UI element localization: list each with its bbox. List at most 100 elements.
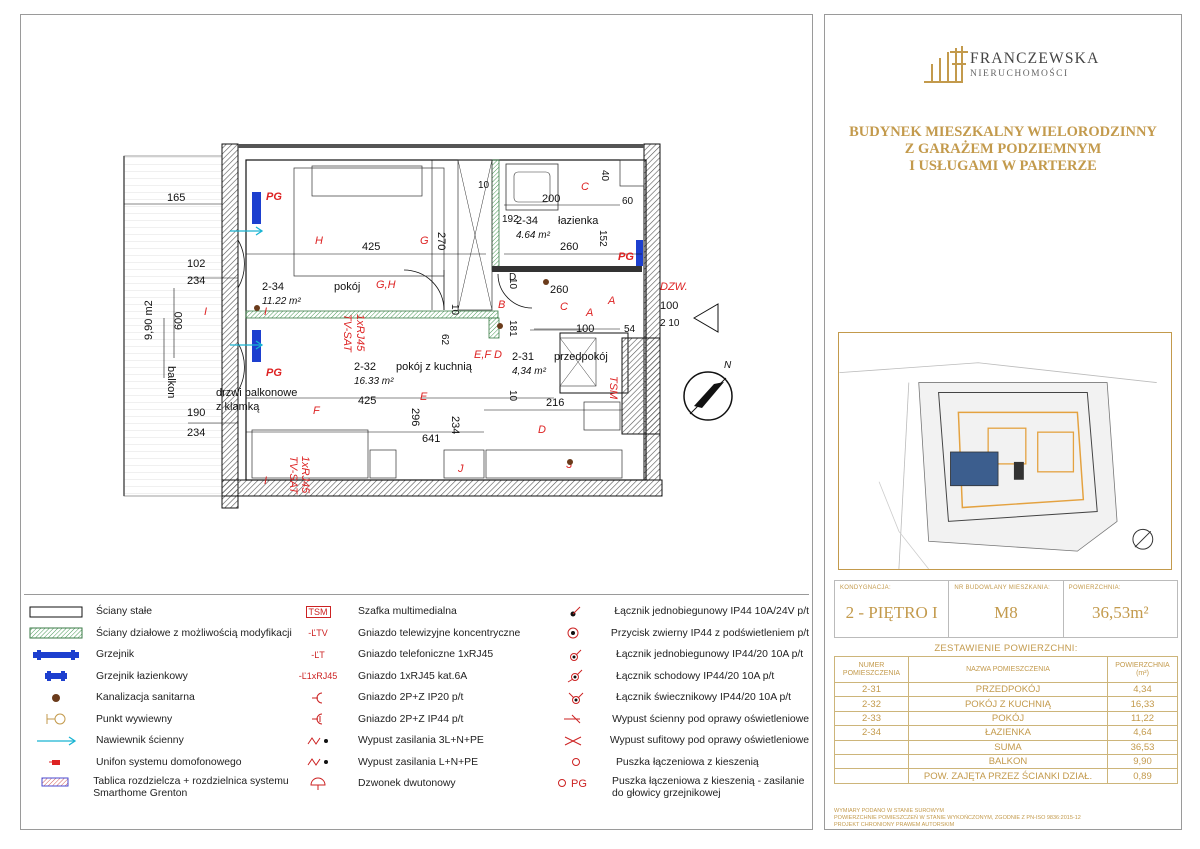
legend-col-2: TSM Szafka multimedialna -ĽTV Gniazdo te…: [286, 601, 546, 795]
svg-text:A: A: [585, 307, 593, 319]
legend-item: Puszka łączeniowa z kieszenią: [544, 752, 809, 774]
room-2-32-name: pokój z kuchnią: [396, 361, 473, 373]
svg-text:N: N: [724, 360, 732, 371]
svg-text:54: 54: [624, 324, 636, 335]
radiator-2: [252, 330, 261, 362]
svg-text:PG: PG: [266, 191, 282, 203]
svg-text:152: 152: [597, 230, 608, 247]
svg-text:TV-SAT: TV-SAT: [341, 314, 353, 353]
svg-text:G: G: [420, 235, 429, 247]
room-2-32-number: 2-32: [354, 361, 376, 373]
room-2-31-area: 4,34 m²: [512, 366, 547, 377]
svg-text:181: 181: [507, 320, 518, 337]
svg-text:260: 260: [550, 284, 568, 296]
legend-item: Łącznik świecznikowy IP44/20 10A p/t: [544, 687, 809, 709]
svg-text:600: 600: [173, 312, 185, 330]
svg-text:425: 425: [358, 395, 376, 407]
svg-text:D: D: [538, 424, 546, 436]
supply-3-phase-icon: [286, 735, 350, 747]
unit-info: KONDYGNACJA: 2 - PIĘTRO I NR BUDOWLANY M…: [834, 580, 1178, 638]
unit-cell: NR BUDOWLANY MIESZKANIA: M8: [949, 581, 1064, 637]
plan-frame: [20, 14, 813, 830]
summary-title: ZESTAWIENIE POWIERZCHNI:: [934, 643, 1078, 654]
unit-value: M8: [994, 603, 1018, 622]
room-2-34-area: 4.64 m²: [516, 230, 551, 241]
svg-text:62: 62: [439, 334, 450, 346]
svg-text:190: 190: [187, 407, 205, 419]
balcony-door-label: drzwi balkonowe: [216, 387, 297, 399]
rj45-socket-icon: -Ľ1xRJ45: [298, 671, 338, 682]
room-2-34-number: 2-34: [516, 215, 538, 227]
room-2-31-number: 2-31: [512, 351, 534, 363]
svg-text:10: 10: [507, 278, 518, 290]
phone-socket-icon: -ĽT: [311, 649, 325, 660]
push-button-icon: [544, 626, 603, 640]
svg-text:425: 425: [362, 241, 380, 253]
distribution-panel-icon: [24, 776, 85, 788]
svg-text:3: 3: [566, 459, 573, 471]
media-cabinet-icon: TSM: [286, 605, 350, 618]
legend-item: Ściany stałe: [24, 601, 294, 623]
svg-text:200: 200: [542, 193, 560, 205]
legend-item: Punkt wywiewny: [24, 709, 294, 731]
legend: Ściany stałe Ściany działowe z możliwośc…: [24, 594, 809, 826]
ceiling-light-icon: [544, 735, 602, 747]
legend-item: Przycisk zwierny IP44 z podświetleniem p…: [544, 623, 809, 645]
legend-item: TSM Szafka multimedialna: [286, 601, 546, 623]
stair-switch-icon: [544, 669, 608, 683]
legend-item: -ĽT Gniazdo telefoniczne 1xRJ45: [286, 644, 546, 666]
table-row: POW. ZAJĘTA PRZEZ ŚCIANKI DZIAŁ.0,89: [834, 768, 1178, 784]
chandelier-switch-icon: [544, 691, 608, 705]
svg-text:I: I: [264, 475, 267, 487]
inlet-arrow-icon: [24, 735, 88, 747]
room-2-31-name: przedpokój: [554, 351, 608, 363]
svg-text:J: J: [457, 463, 464, 475]
intercom-icon: [24, 756, 88, 768]
svg-text:DZW.: DZW.: [660, 281, 688, 293]
svg-text:z klamką: z klamką: [216, 401, 260, 413]
area-cell: POWIERZCHNIA: 36,53m²: [1064, 581, 1177, 637]
svg-text:TV-SAT: TV-SAT: [287, 456, 299, 495]
site-plan-map: [838, 332, 1172, 570]
building-title: BUDYNEK MIESZKALNY WIELORODZINNY Z GARAŻ…: [849, 124, 1157, 174]
legend-item: -ĽTV Gniazdo telewizyjne koncentryczne: [286, 623, 546, 645]
svg-text:A: A: [607, 295, 615, 307]
area-summary-table: NUMER POMIESZCZENIA NAZWA POMIESZCZENIA …: [834, 656, 1178, 784]
legend-item: Grzejnik: [24, 644, 294, 666]
svg-text:40: 40: [599, 170, 610, 182]
legend-col-1: Ściany stałe Ściany działowe z możliwośc…: [24, 601, 294, 805]
svg-text:641: 641: [422, 433, 440, 445]
svg-text:E: E: [420, 391, 428, 403]
socket-icon: [286, 692, 350, 704]
svg-text:2-34: 2-34: [262, 281, 284, 293]
legend-item: Gniazdo 2P+Z IP44 p/t: [286, 709, 546, 731]
legend-item: Łącznik jednobiegunowy IP44 10A/24V p/t: [544, 601, 809, 623]
svg-text:234: 234: [449, 416, 461, 434]
svg-text:1xRJ45: 1xRJ45: [354, 314, 366, 352]
brand-logo-icon: [924, 46, 968, 83]
info-frame: [824, 14, 1182, 830]
legend-col-3: Łącznik jednobiegunowy IP44 10A/24V p/t …: [544, 601, 809, 805]
svg-text:1xRJ45: 1xRJ45: [299, 456, 311, 494]
sewer-icon: [24, 692, 88, 704]
site-compass-icon: [1132, 528, 1154, 550]
legend-item: Łącznik jednobiegunowy IP44/20 10A p/t: [544, 644, 809, 666]
legend-item: -Ľ1xRJ45 Gniazdo 1xRJ45 kat.6A: [286, 666, 546, 688]
svg-text:PG: PG: [618, 251, 634, 263]
legend-item: Wypust zasilania 3L+N+PE: [286, 730, 546, 752]
switch-icon: [544, 605, 606, 619]
level-value: 2 - PIĘTRO I: [845, 603, 938, 622]
legend-item: PG Puszka łączeniowa z kieszenią - zasil…: [544, 773, 809, 805]
wall-light-icon: [544, 713, 604, 725]
svg-text:165: 165: [167, 192, 185, 204]
svg-text:270: 270: [435, 232, 447, 250]
radiator-icon: [24, 649, 88, 661]
legend-item: Wypust ścienny pod oprawy oświetleniowe: [544, 709, 809, 731]
legend-item: Wypust zasilania L+N+PE: [286, 752, 546, 774]
svg-text:60: 60: [622, 196, 634, 207]
svg-text:2 10: 2 10: [660, 318, 680, 329]
